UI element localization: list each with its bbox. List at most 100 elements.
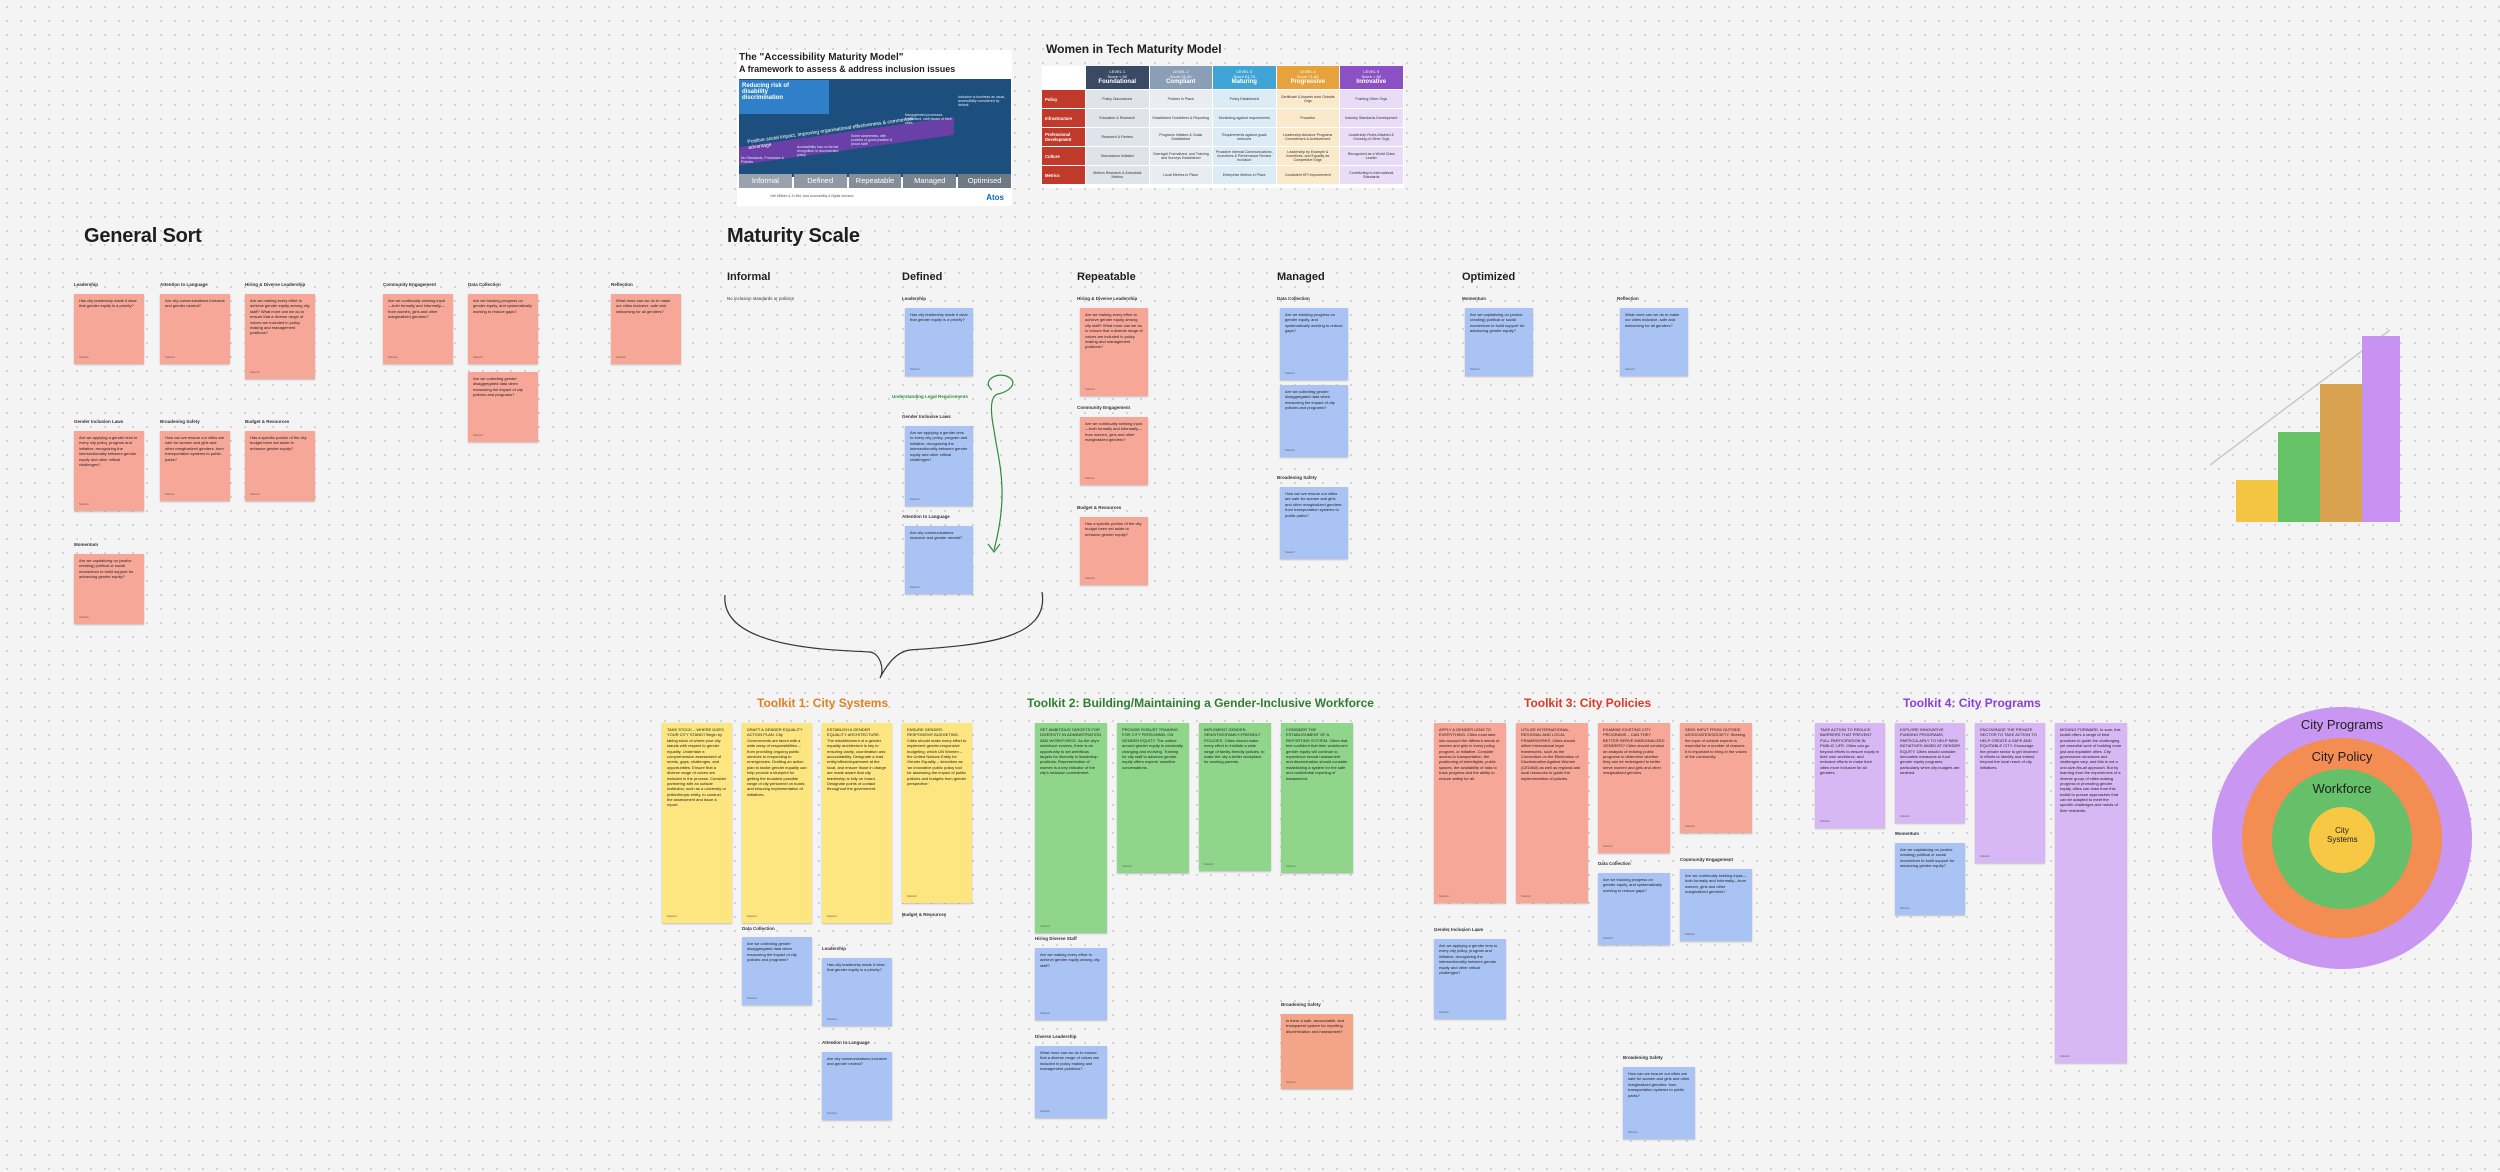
sticky-note[interactable]: EXAMINE EXISTING CITY PROGRAMS – CAN THE… xyxy=(1598,723,1670,853)
label-gender-laws: Gender Inclusion Laws xyxy=(74,419,123,424)
sticky-note[interactable]: What more can we do to make our cities i… xyxy=(611,294,681,364)
sticky-note[interactable]: How can we ensure our cities are safe fo… xyxy=(1280,487,1348,559)
sticky-note[interactable]: ESTABLISH A GENDER EQUALITY ARCHITECTURE… xyxy=(822,723,892,923)
col-defined: Defined xyxy=(902,271,942,283)
t3-label-data: Data Collection xyxy=(1598,861,1631,866)
sticky-note[interactable]: Has a specific portion of the city budge… xyxy=(245,431,315,501)
sticky-note[interactable]: ENCOURAGE THE PRIVATE SECTOR TO TAKE ACT… xyxy=(1975,723,2045,863)
ms-label-community: Community Engagement xyxy=(1077,405,1130,410)
label-community: Community Engagement xyxy=(383,282,436,287)
infographic-title: The "Accessibility Maturity Model" xyxy=(739,52,904,63)
infographic-subtitle: A framework to assess & address inclusio… xyxy=(739,64,955,74)
sticky-note[interactable]: DRAFT A GENDER EQUALITY ACTION PLAN. Cit… xyxy=(742,723,812,923)
sticky-note[interactable]: How can we ensure our cities are safe fo… xyxy=(1623,1067,1695,1139)
ms-label-hiring: Hiring & Diverse Leadership xyxy=(1077,296,1137,301)
sticky-note[interactable]: Is there a safe, accountable, and transp… xyxy=(1281,1014,1353,1089)
sticky-note[interactable]: Are we making every effort to achieve ge… xyxy=(1080,308,1148,396)
sticky-note[interactable]: Are we making every effort to achieve ge… xyxy=(1035,948,1107,1020)
stair-bar-2 xyxy=(2278,432,2320,522)
sticky-note[interactable]: IMPLEMENT GENDER-SENSITIVE/FAMILY-FRIEND… xyxy=(1199,723,1271,871)
sticky-note[interactable]: Are we making every effort to achieve ge… xyxy=(245,294,315,379)
toolkit-3-title: Toolkit 3: City Policies xyxy=(1524,696,1651,710)
circle-label-workforce: Workforce xyxy=(2212,781,2472,796)
t2-label-diverse: Diverse Leadership xyxy=(1035,1034,1077,1039)
ms-label-gender-laws: Gender Inclusive Laws xyxy=(902,414,951,419)
sticky-note[interactable]: Are we continually seeking input—both fo… xyxy=(1080,417,1148,485)
witmm-cell: Oversight Formalized, and Training and S… xyxy=(1150,147,1213,165)
sticky-note[interactable]: Has city leadership made it clear that g… xyxy=(822,958,892,1026)
witmm-cell: Certificate & Awards from Outside Orgs xyxy=(1277,90,1340,108)
witmm-row-metrics: Metrics xyxy=(1042,166,1085,184)
sticky-note[interactable]: SET AMBITIOUS TARGETS FOR DIVERSITY IN A… xyxy=(1035,723,1107,933)
sticky-note[interactable]: Are we tracking progress on gender equit… xyxy=(1598,873,1670,945)
witmm-cell: Policy Established xyxy=(1213,90,1276,108)
sticky-note[interactable]: Are we collecting gender disaggregated d… xyxy=(468,372,538,442)
witmm-cell: Industry Standards Development xyxy=(1340,109,1403,127)
atos-logo: Atos xyxy=(986,193,1004,202)
witmm-cell: Leadership by Example & Incentives, and … xyxy=(1277,147,1340,165)
t1-label-leadership: Leadership xyxy=(822,946,846,951)
concentric-circles-diagram[interactable]: City Programs City Policy Workforce City… xyxy=(2212,707,2472,969)
infographic-col-4: Management processes formalised, staff a… xyxy=(905,113,953,125)
sticky-note[interactable]: UTILIZE INTERNATIONAL, REGIONAL AND LOCA… xyxy=(1516,723,1588,903)
sticky-note[interactable]: APPLY A GENDER LENS TO EVERYTHING. Citie… xyxy=(1434,723,1506,903)
ms-label-momentum: Momentum xyxy=(1462,296,1486,301)
sticky-note[interactable]: PROVIDE ROBUST TRAINING FOR CITY PERSONN… xyxy=(1117,723,1189,873)
sticky-note[interactable]: Are we tracking progress on gender equit… xyxy=(468,294,538,364)
t3-label-safety: Broadening Safety xyxy=(1623,1055,1663,1060)
sticky-note[interactable]: CONSIDER THE ESTABLISHMENT OF A REPORTIN… xyxy=(1281,723,1353,873)
sticky-note[interactable]: Are we tracking progress on gender equit… xyxy=(1280,308,1348,380)
sticky-note[interactable]: Are city communications inclusive and ge… xyxy=(905,526,973,594)
sticky-note[interactable]: SEEK INPUT FROM OUTSIDE ASSOCIATES/SOCIE… xyxy=(1680,723,1752,833)
witmm-cell: Proactive xyxy=(1277,109,1340,127)
infographic-band-risk-text: Reducing risk of disability discriminati… xyxy=(742,83,807,101)
sticky-note[interactable]: ENSURE GENDER-RESPONSIVE BUDGETING. Citi… xyxy=(902,723,972,903)
sticky-note[interactable]: Are we collecting gender disaggregated d… xyxy=(742,937,812,1005)
witmm-cell: Established Guidelines & Reporting xyxy=(1150,109,1213,127)
informal-note: No inclusion standards or policies xyxy=(727,296,794,301)
sticky-note[interactable]: Are we collecting gender disaggregated d… xyxy=(1280,385,1348,457)
level-managed: Managed xyxy=(903,174,956,188)
sticky-note[interactable]: EXPLORE INNOVATIVE FUNDING PROGRAMS, PAR… xyxy=(1895,723,1965,823)
sticky-note[interactable]: How can we ensure our cities are safe fo… xyxy=(160,431,230,501)
sticky-note[interactable]: TAKE ACTION TO REDUCE BARRIERS THAT PREV… xyxy=(1815,723,1885,828)
sticky-note[interactable]: Are we continually seeking input—both fo… xyxy=(383,294,453,364)
ms-label-leadership: Leadership xyxy=(902,296,926,301)
sticky-note[interactable]: MOVING FORWARD. In sum, this toolkit off… xyxy=(2055,723,2127,1063)
sticky-note[interactable]: What more can we do to ensure that a div… xyxy=(1035,1046,1107,1118)
witmm-cell: Discussions Initiated xyxy=(1086,147,1149,165)
sticky-note[interactable]: Are city communications inclusive and ge… xyxy=(160,294,230,364)
ms-label-safety: Broadening Safety xyxy=(1277,475,1317,480)
infographic-col-1: No Standards, Processes & Policies xyxy=(741,156,791,164)
sticky-note[interactable]: TAKE STOCK – WHERE DOES YOUR CITY STAND?… xyxy=(662,723,732,923)
witmm-cell: Research & Review xyxy=(1086,128,1149,146)
witmm-cell: Leadership Advance Programs Commitment &… xyxy=(1277,128,1340,146)
witmm-cell: Requirements against goals enforced xyxy=(1213,128,1276,146)
sticky-note[interactable]: Are we capitalizing on (and/or creating)… xyxy=(1895,843,1965,915)
witmm-cell: Programs Initiated & Goals Established xyxy=(1150,128,1213,146)
sticky-note[interactable]: Has city leadership made it clear that g… xyxy=(905,308,973,376)
witmm-row-culture: Culture xyxy=(1042,147,1085,165)
sticky-note[interactable]: Are city communications inclusive and ge… xyxy=(822,1052,892,1120)
sticky-note[interactable]: Are we capitalizing on (and/or creating)… xyxy=(74,554,144,624)
accessibility-maturity-infographic[interactable]: The "Accessibility Maturity Model" A fra… xyxy=(737,50,1012,206)
sticky-note[interactable]: Are we applying a gender lens to every c… xyxy=(1434,939,1506,1019)
stair-bar-1 xyxy=(2236,480,2278,522)
t1-label-attention: Attention to Language xyxy=(822,1040,870,1045)
sticky-note[interactable]: Has city leadership made it clear that g… xyxy=(74,294,144,364)
sticky-note[interactable]: Are we applying a gender lens to every c… xyxy=(74,431,144,511)
sticky-note[interactable]: Has a specific portion of the city budge… xyxy=(1080,517,1148,585)
staircase-bars[interactable] xyxy=(2210,325,2400,525)
brace-drawing xyxy=(720,590,1050,680)
infographic-col-5: Inclusion is business as usual, accessib… xyxy=(958,95,1008,107)
sticky-note[interactable]: Are we applying a gender lens to every c… xyxy=(905,426,973,506)
sticky-note[interactable]: What more can we do to make our cities i… xyxy=(1620,308,1688,376)
ms-label-attention: Attention to Language xyxy=(902,514,950,519)
col-repeatable: Repeatable xyxy=(1077,271,1136,283)
sticky-note[interactable]: Are we capitalizing on (and/or creating)… xyxy=(1465,308,1533,376)
sticky-note[interactable]: Are we continually seeking input—both fo… xyxy=(1680,869,1752,941)
col-managed: Managed xyxy=(1277,271,1325,283)
witmm-level-5: LEVEL 5Score > 80Innovative xyxy=(1340,66,1403,89)
